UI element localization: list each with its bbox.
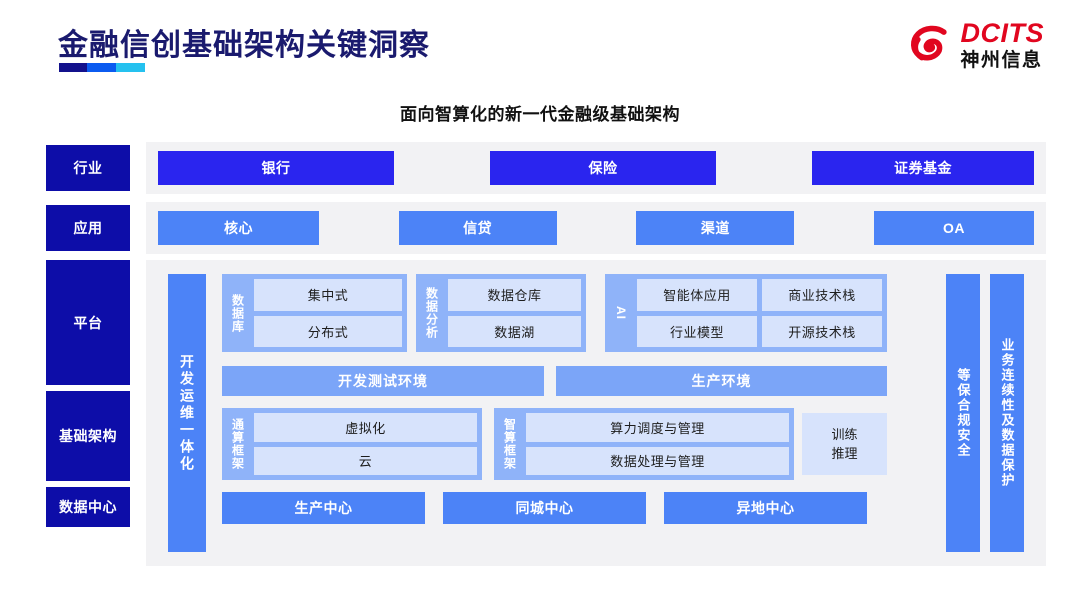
- industry-row-panel: 银行 保险 证券基金: [146, 142, 1046, 194]
- brand-logo: DCITS 神州信息: [908, 20, 1045, 70]
- group-data-analysis[interactable]: 数据分析 数据仓库 数据湖: [416, 274, 586, 352]
- bar-dev-test-environment[interactable]: 开发测试环境: [222, 366, 544, 396]
- page-title: 金融信创基础架构关键洞察: [58, 29, 430, 62]
- layer-label-platform: 平台: [46, 260, 130, 385]
- bar-production-environment[interactable]: 生产环境: [556, 366, 887, 396]
- cell-industry-model[interactable]: 行业模型: [637, 315, 757, 347]
- devops-vertical-bar[interactable]: 开发运维一体化: [168, 274, 206, 552]
- group-caption-data-analysis: 数据分析: [424, 287, 439, 339]
- dc-chip-remote-center[interactable]: 异地中心: [664, 492, 867, 524]
- industry-chip-bank[interactable]: 银行: [158, 151, 394, 185]
- dc-chip-production-center[interactable]: 生产中心: [222, 492, 425, 524]
- layer-label-industry: 行业: [46, 145, 130, 191]
- industry-chip-securities-fund[interactable]: 证券基金: [812, 151, 1034, 185]
- architecture-diagram: 行业 应用 平台 基础架构 数据中心 银行 保险 证券基金 核心 信贷 渠道: [46, 142, 1046, 566]
- group-database[interactable]: 数据库 集中式 分布式: [222, 274, 407, 352]
- app-chip-core[interactable]: 核心: [158, 211, 319, 245]
- group-caption-ai: AI: [614, 306, 628, 320]
- app-chip-channel[interactable]: 渠道: [636, 211, 795, 245]
- cell-distributed[interactable]: 分布式: [254, 315, 402, 347]
- cell-centralized[interactable]: 集中式: [254, 279, 402, 311]
- group-intelligent-computing-framework[interactable]: 智算框架 算力调度与管理 数据处理与管理: [494, 408, 794, 480]
- logo-text-cn: 神州信息: [960, 50, 1043, 71]
- industry-chip-insurance[interactable]: 保险: [490, 151, 716, 185]
- layer-label-application: 应用: [46, 205, 130, 251]
- platform-infrastructure-panel: 开发运维一体化 等保合规安全 业务连续性及数据保护 数据库 集中式 分布式 数据…: [146, 260, 1046, 566]
- cell-data-lake[interactable]: 数据湖: [448, 315, 581, 347]
- cell-agent-application[interactable]: 智能体应用: [637, 279, 757, 311]
- layer-label-infrastructure: 基础架构: [46, 391, 130, 481]
- cell-data-warehouse[interactable]: 数据仓库: [448, 279, 581, 311]
- cell-virtualization[interactable]: 虚拟化: [254, 413, 477, 442]
- page-subtitle: 面向智算化的新一代金融级基础架构: [400, 105, 680, 124]
- training-label: 训练: [831, 426, 858, 442]
- logo-text-en: DCITS: [960, 18, 1044, 48]
- title-underline-accent: [59, 63, 145, 72]
- app-chip-credit[interactable]: 信贷: [398, 211, 557, 245]
- cell-compute-scheduling[interactable]: 算力调度与管理: [526, 413, 789, 442]
- dc-chip-metro-center[interactable]: 同城中心: [443, 492, 646, 524]
- cell-training-inference[interactable]: 训练 推理: [802, 413, 887, 475]
- cell-opensource-stack[interactable]: 开源技术栈: [762, 315, 882, 347]
- cell-cloud[interactable]: 云: [254, 446, 477, 475]
- group-caption-intelligent-computing: 智算框架: [502, 418, 517, 470]
- platform-center-area: 数据库 集中式 分布式 数据分析 数据仓库 数据湖 AI: [222, 274, 934, 550]
- group-general-computing-framework[interactable]: 通算框架 虚拟化 云: [222, 408, 482, 480]
- group-ai[interactable]: AI 智能体应用 行业模型 商业技术栈 开源技术栈: [605, 274, 887, 352]
- app-chip-oa[interactable]: OA: [874, 211, 1035, 245]
- cell-data-processing[interactable]: 数据处理与管理: [526, 446, 789, 475]
- application-row-panel: 核心 信贷 渠道 OA: [146, 202, 1046, 254]
- continuity-vertical-bar[interactable]: 业务连续性及数据保护: [990, 274, 1024, 552]
- inference-label: 推理: [831, 446, 858, 461]
- cell-commercial-stack[interactable]: 商业技术栈: [762, 279, 882, 311]
- layer-label-datacenter: 数据中心: [46, 487, 130, 527]
- group-caption-database: 数据库: [230, 293, 245, 333]
- dcits-swirl-icon: [908, 22, 954, 68]
- compliance-vertical-bar[interactable]: 等保合规安全: [946, 274, 980, 552]
- group-caption-general-computing: 通算框架: [230, 418, 245, 470]
